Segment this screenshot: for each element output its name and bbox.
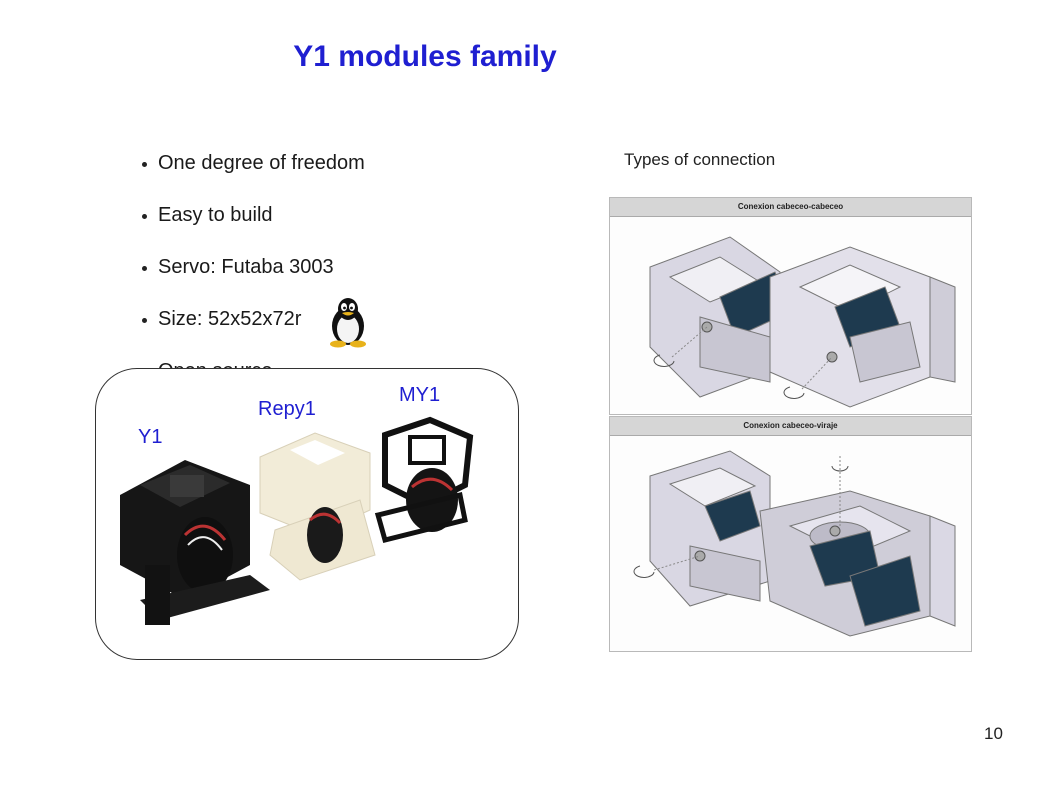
types-of-connection-label: Types of connection	[624, 150, 776, 169]
list-item: Size: 52x52x72r	[138, 304, 365, 356]
list-item: Easy to build	[138, 200, 365, 252]
bullet-icon	[142, 266, 147, 271]
connection-caption: Conexion cabeceo-viraje	[610, 417, 971, 436]
repy1-label: Repy1	[258, 398, 316, 420]
slide-title: Y1 modules family	[293, 40, 557, 73]
bullet-icon	[142, 214, 147, 219]
bullet-icon	[142, 162, 147, 167]
bullet-icon	[142, 318, 147, 323]
repy1-module-image	[259, 432, 376, 581]
y1-module-image	[120, 460, 270, 625]
my1-label: MY1	[399, 384, 441, 406]
page-number: 10	[984, 724, 1003, 743]
connection-panel-pitch-yaw: Conexion cabeceo-viraje	[609, 416, 972, 652]
tux-penguin-icon	[330, 298, 366, 348]
pitch-pitch-diagram	[649, 236, 956, 408]
y1-label: Y1	[138, 426, 163, 448]
list-item: Servo: Futaba 3003	[138, 252, 365, 304]
pitch-yaw-diagram	[633, 450, 956, 637]
modules-photo	[120, 416, 474, 625]
connection-caption: Conexion cabeceo-cabeceo	[610, 198, 971, 217]
my1-module-image	[374, 416, 474, 544]
list-item: One degree of freedom	[138, 148, 365, 200]
connection-panel-pitch-pitch: Conexion cabeceo-cabeceo	[609, 197, 972, 415]
